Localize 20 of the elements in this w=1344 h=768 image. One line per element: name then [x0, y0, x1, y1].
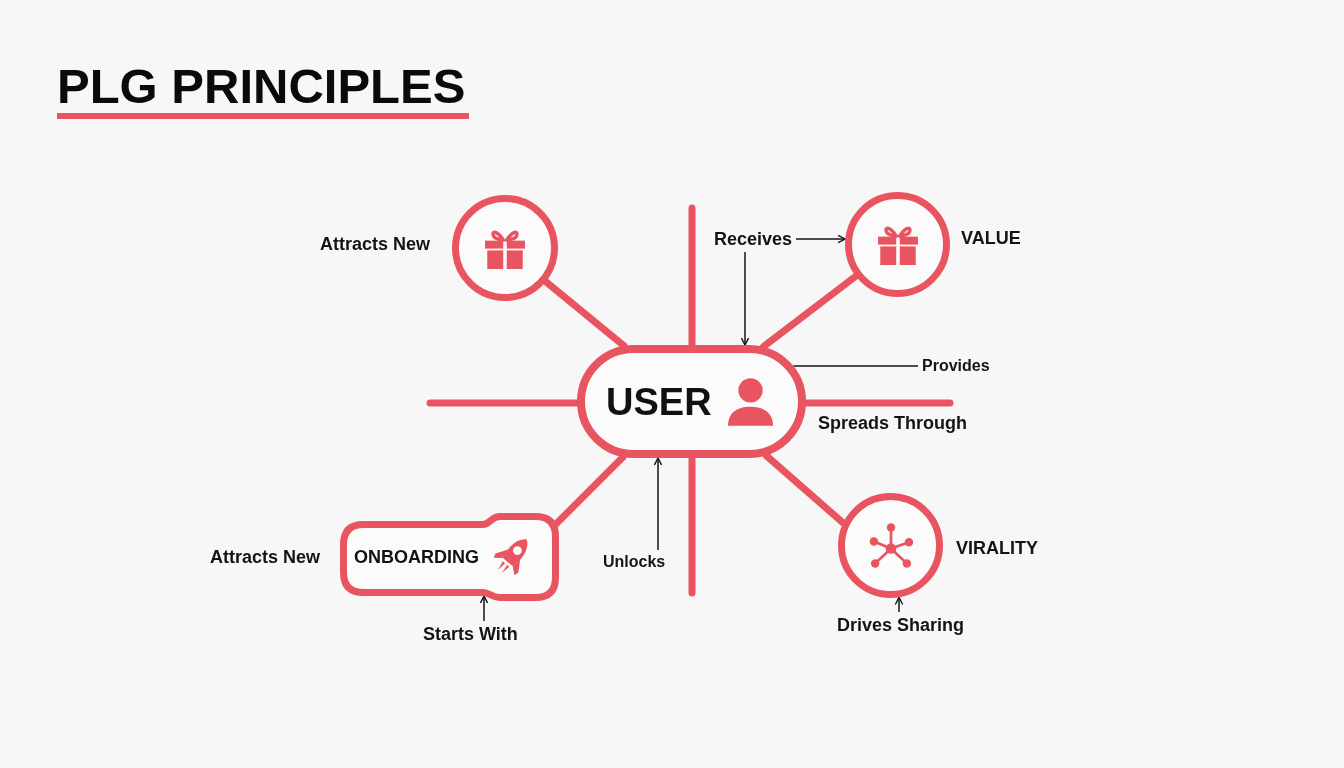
text-label: Spreads Through: [818, 414, 967, 432]
arrow: [653, 457, 663, 551]
relation-label: Starts With: [423, 625, 518, 643]
node-label: USER: [606, 382, 712, 421]
relation-label: Drives Sharing: [837, 616, 965, 634]
arrow: [795, 234, 847, 244]
node-caption: VIRALITY: [956, 539, 1038, 557]
relation-label: Receives: [714, 230, 793, 248]
diagram-title: PLG PRINCIPLES: [57, 62, 466, 111]
arrow: [894, 596, 904, 613]
rounded-node: [340, 513, 559, 601]
node-caption: Attracts New: [210, 548, 321, 566]
arrow: [479, 595, 489, 622]
relation-label: Provides: [922, 358, 990, 374]
node-caption: Attracts New: [320, 235, 431, 253]
relation-label: Unlocks: [603, 554, 666, 570]
node-label: ONBOARDING: [354, 548, 479, 566]
connector-line: [792, 365, 919, 367]
node-caption: VALUE: [961, 229, 1021, 247]
arrow: [740, 251, 750, 346]
